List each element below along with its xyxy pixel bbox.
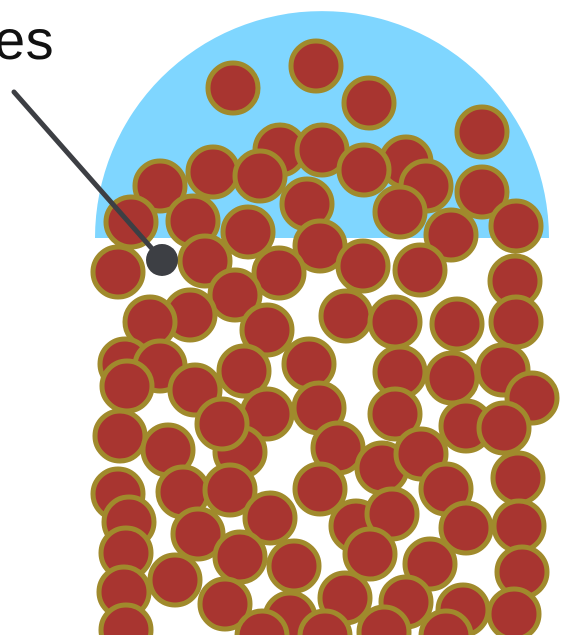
- particle: [432, 299, 482, 349]
- particle: [457, 107, 507, 157]
- particle: [345, 529, 395, 579]
- particle: [375, 187, 425, 237]
- particle: [291, 41, 341, 91]
- particle: [215, 532, 265, 582]
- particle: [269, 541, 319, 591]
- particle: [395, 245, 445, 295]
- particle: [93, 247, 143, 297]
- particle: [188, 147, 238, 197]
- particle: [479, 403, 529, 453]
- particle: [284, 339, 334, 389]
- pointer-dot: [146, 244, 178, 276]
- particle: [102, 361, 152, 411]
- particle: [150, 555, 200, 605]
- particle: [493, 453, 543, 503]
- particle: [344, 78, 394, 128]
- particle: [197, 399, 247, 449]
- particle: [427, 353, 477, 403]
- particle: [370, 297, 420, 347]
- particle: [101, 605, 151, 635]
- particle: [339, 145, 389, 195]
- callout-label: es: [0, 12, 54, 68]
- particle: [208, 63, 258, 113]
- particle: [491, 201, 541, 251]
- particle: [235, 151, 285, 201]
- particle: [321, 291, 371, 341]
- particle: [359, 607, 409, 635]
- particle: [95, 411, 145, 461]
- particle: [494, 501, 544, 551]
- particle: [338, 241, 388, 291]
- particle: [491, 297, 541, 347]
- particle: [489, 589, 539, 635]
